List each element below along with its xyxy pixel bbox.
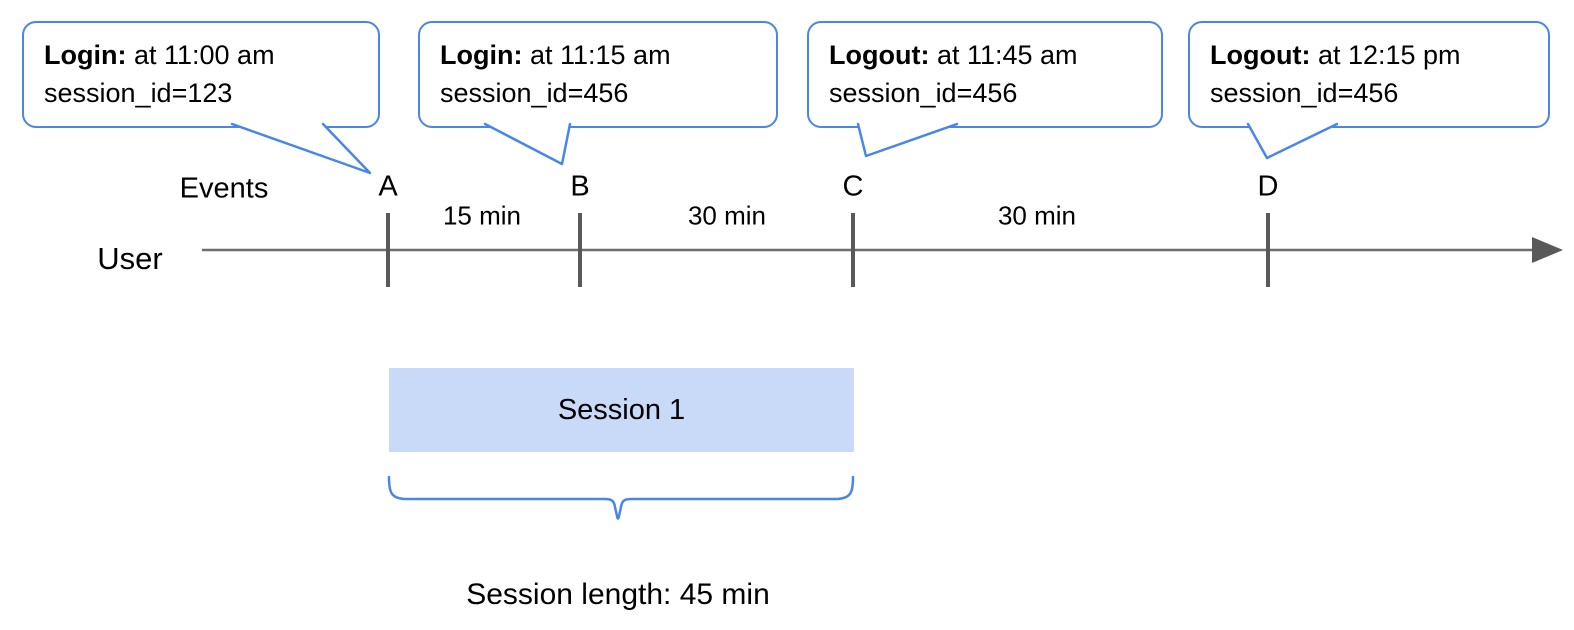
session-length-label: Session length: 45 min — [466, 578, 770, 611]
callout-line2: session_id=456 — [1210, 78, 1399, 108]
interval-label-ab: 15 min — [442, 200, 522, 231]
callout-line1: Logout: at 11:45 am — [829, 36, 1141, 74]
event-time-label: at 11:45 am — [929, 40, 1078, 70]
callout-line2: session_id=456 — [829, 78, 1018, 108]
callout-login-b: Login: at 11:15 am session_id=456 — [418, 21, 778, 128]
event-type-label: Logout: — [829, 40, 930, 70]
callout-tail-a — [230, 122, 372, 175]
callout-line2: session_id=123 — [44, 78, 233, 108]
timeline-arrowhead-icon — [1532, 237, 1563, 263]
callout-line1: Login: at 11:15 am — [440, 36, 756, 74]
session-length-brace — [387, 475, 855, 520]
events-row-label: Events — [179, 172, 269, 205]
event-time-label: at 12:15 pm — [1310, 40, 1461, 70]
callout-login-a: Login: at 11:00 am session_id=123 — [22, 21, 380, 128]
interval-label-bc: 30 min — [687, 200, 767, 231]
callout-tail-b — [483, 122, 572, 166]
event-type-label: Login: — [440, 40, 523, 70]
session-1-bar: Session 1 — [389, 368, 854, 452]
event-mark-a: A — [378, 170, 398, 203]
callout-line1: Login: at 11:00 am — [44, 36, 358, 74]
interval-label-cd: 30 min — [997, 200, 1077, 231]
session-1-label: Session 1 — [557, 393, 686, 426]
event-mark-c: C — [842, 170, 864, 203]
timeline-axis-label: User — [97, 241, 163, 276]
event-time-label: at 11:15 am — [522, 40, 671, 70]
callout-tail-c — [856, 122, 959, 158]
event-mark-b: B — [570, 170, 590, 203]
callout-line2: session_id=456 — [440, 78, 629, 108]
event-type-label: Login: — [44, 40, 127, 70]
callout-logout-d: Logout: at 12:15 pm session_id=456 — [1188, 21, 1550, 128]
callout-line1: Logout: at 12:15 pm — [1210, 36, 1528, 74]
event-type-label: Logout: — [1210, 40, 1311, 70]
event-mark-d: D — [1257, 170, 1279, 203]
event-time-label: at 11:00 am — [126, 40, 275, 70]
callout-tail-d — [1246, 122, 1339, 160]
callout-logout-c: Logout: at 11:45 am session_id=456 — [807, 21, 1163, 128]
